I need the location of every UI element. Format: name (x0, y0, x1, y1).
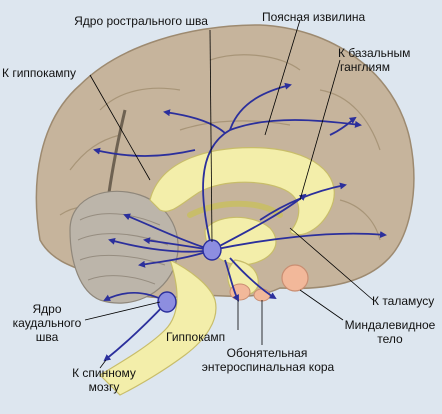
amygdala (281, 264, 309, 292)
corpus-callosum (149, 147, 335, 236)
label-raphe-rostral: Ядро рострального шва (74, 14, 208, 28)
path-amygdala (229, 257, 277, 300)
brainstem (99, 258, 217, 396)
path-hippocampus (123, 213, 213, 251)
label-to-basal-ganglia-1: К базальным (338, 46, 411, 60)
label-to-spinal-1: К спинному (72, 366, 136, 380)
label-to-basal-ganglia-2: ганглиям (340, 60, 390, 74)
rostral-raphe-nucleus (202, 239, 222, 261)
path-basal-ganglia (259, 182, 347, 221)
path-parietal (163, 109, 226, 134)
path-cerebellum-3 (108, 237, 213, 253)
label-cingulate: Поясная извилина (262, 10, 366, 24)
path-frontal (229, 82, 292, 131)
path-thalamus (211, 231, 387, 251)
label-olfactory-2: энтероспинальная кора (201, 360, 335, 374)
caudal-raphe-nucleus (157, 291, 177, 313)
leader-lines (84, 19, 374, 369)
label-amygdala-1: Миндалевидное (344, 318, 436, 332)
label-raphe-caudal-2: каудального (12, 316, 82, 330)
label-olfactory-1: Обонятельная (226, 346, 308, 360)
label-raphe-caudal-3: шва (35, 330, 59, 344)
path-striatum (211, 193, 307, 251)
dark-sulcus (106, 109, 127, 201)
path-frontal-pole (329, 116, 357, 136)
label-raphe-caudal-1: Ядро (32, 302, 62, 316)
serotonin-pathways (93, 82, 387, 362)
label-to-thalamus: К таламусу (372, 294, 435, 308)
label-hippocampus: Гиппокамп (166, 330, 226, 344)
label-to-spinal-2: мозгу (88, 380, 120, 394)
path-occipital (93, 147, 196, 157)
path-hippocampus-down (224, 259, 239, 302)
label-to-hippocampus: К гиппокампу (2, 66, 77, 80)
label-amygdala-2: тело (377, 332, 403, 346)
olfactory-region (253, 288, 271, 302)
